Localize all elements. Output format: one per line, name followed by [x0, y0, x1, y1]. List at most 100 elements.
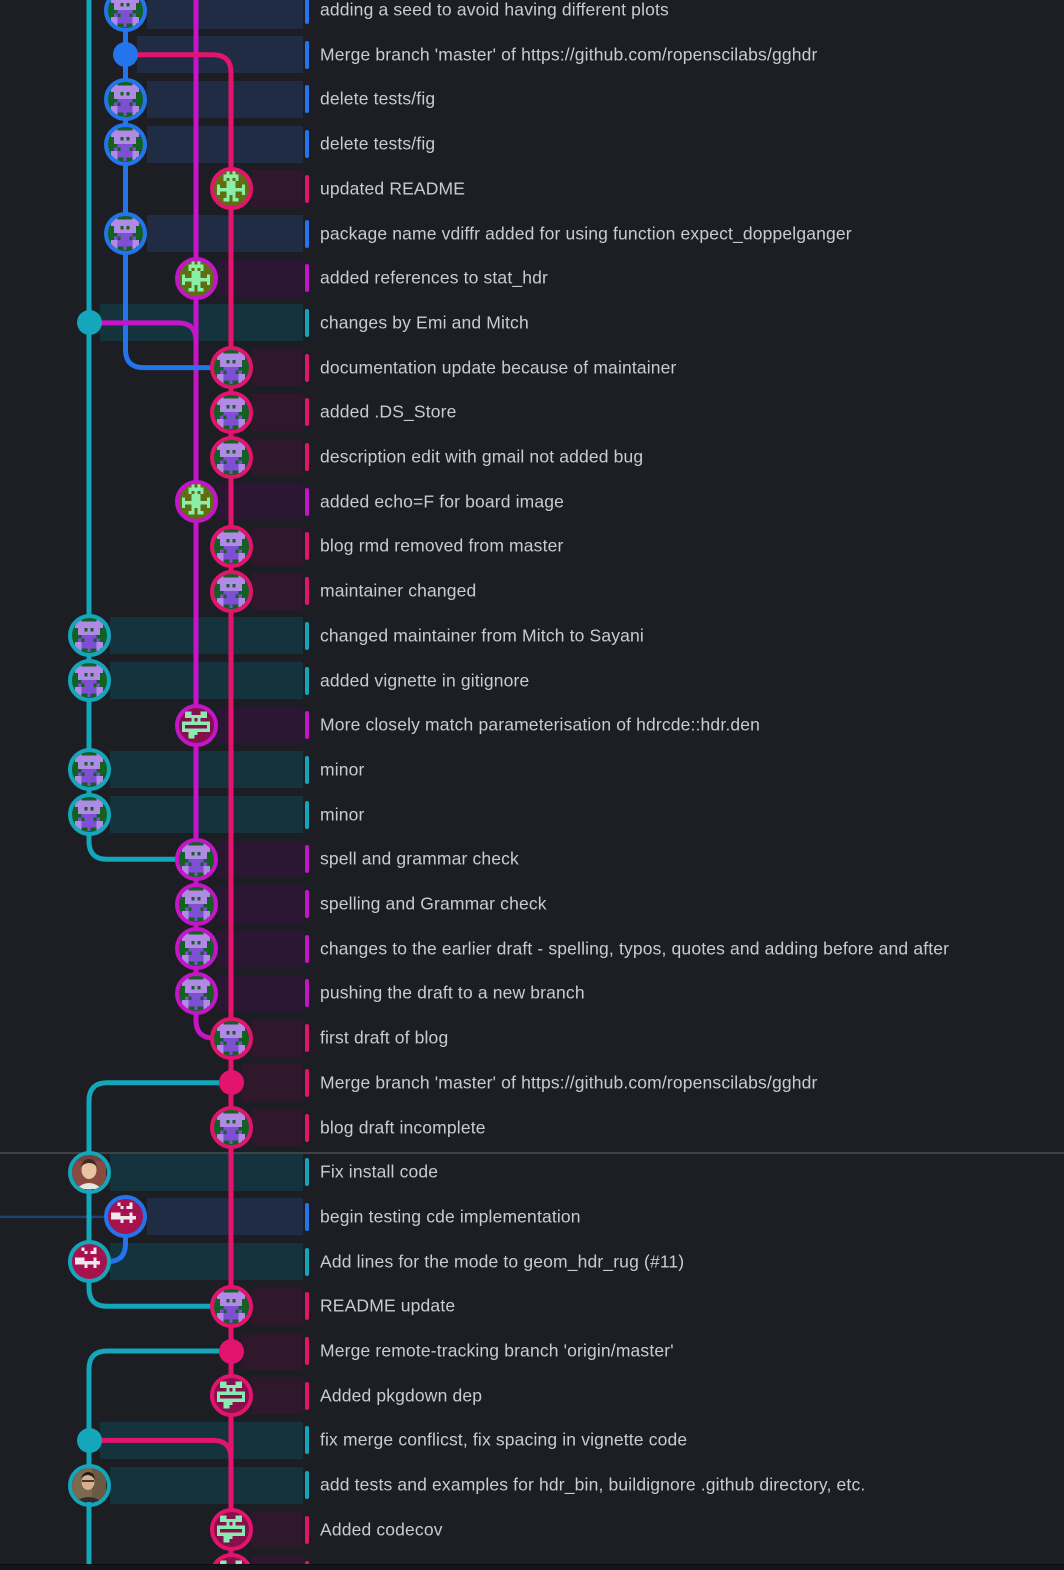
branch-line-teal-middle: [86, 1080, 230, 1309]
commit-ref-bar: [305, 85, 309, 114]
commit-avatar-bear-identicon[interactable]: [174, 971, 218, 1015]
commit-avatar-bear-identicon[interactable]: [174, 927, 218, 971]
row-highlight-band: [252, 1377, 303, 1415]
commit-ref-bar: [305, 443, 309, 471]
commit-message: delete tests/fig: [320, 88, 436, 109]
branch-line-teal-lower: [86, 1348, 221, 1570]
commit-message: Added codecov: [320, 1519, 443, 1540]
merge-commit-dot[interactable]: [218, 1338, 244, 1364]
commit-ref-bar: [305, 1247, 309, 1276]
commit-ref-bar: [305, 398, 309, 427]
row-highlight-band: [110, 1153, 303, 1191]
commit-ref-bar: [305, 353, 309, 382]
commit-message: begin testing cde implementation: [320, 1206, 581, 1227]
commit-ref-bar: [305, 1337, 309, 1365]
commit-message: first draft of blog: [320, 1027, 449, 1048]
branch-line-blue-main: [123, 0, 230, 371]
commit-avatar-bear-identicon[interactable]: [174, 837, 218, 881]
row-highlight-band: [110, 617, 303, 655]
commit-ref-bar: [305, 1202, 309, 1231]
commit-message: changes by Emi and Mitch: [320, 312, 529, 333]
commit-avatar-skull-identicon[interactable]: [67, 1240, 111, 1284]
row-highlight-band: [252, 1287, 303, 1325]
commit-avatar-bear-identicon[interactable]: [209, 390, 253, 434]
commit-message: Merge branch 'master' of https://github.…: [320, 44, 818, 65]
commit-ref-bar: [305, 890, 309, 918]
branch-line-teal-upper: [86, 0, 195, 862]
commit-avatar-printer-identicon[interactable]: [209, 1374, 253, 1418]
row-highlight-band: [146, 125, 303, 163]
commit-message: package name vdiffr added for using func…: [320, 223, 852, 243]
commit-ref-bar: [305, 666, 309, 695]
commit-avatar-bear-identicon[interactable]: [174, 882, 218, 926]
commit-message: Merge branch 'master' of https://github.…: [320, 1072, 818, 1093]
row-highlight-band: [242, 1332, 303, 1370]
merge-commit-dot[interactable]: [218, 1070, 244, 1096]
commit-ref-bar: [305, 1068, 309, 1097]
commit-ref-bar: [305, 264, 309, 293]
row-highlight-band: [242, 1064, 303, 1102]
commit-avatar-bear-identicon[interactable]: [67, 793, 111, 837]
commit-avatar-bear-identicon[interactable]: [209, 1016, 253, 1060]
commit-avatar-printer-identicon[interactable]: [209, 1508, 253, 1552]
commit-ref-bar: [305, 487, 309, 516]
commit-ref-bar: [305, 577, 309, 606]
row-highlight-band: [252, 1511, 303, 1549]
row-highlight-band: [110, 1466, 303, 1504]
merge-commit-dot[interactable]: [113, 42, 138, 68]
commit-avatar-skull-identicon[interactable]: [104, 1195, 147, 1239]
commit-avatar-photo-person-1[interactable]: [67, 1150, 111, 1194]
commit-avatar-bear-identicon[interactable]: [209, 1284, 253, 1328]
commit-avatar-bear-identicon[interactable]: [104, 77, 147, 121]
row-highlight-band: [252, 393, 303, 431]
commit-avatar-photo-person-2[interactable]: [67, 1463, 111, 1507]
commit-message: fix merge conflicst, fix spacing in vign…: [320, 1429, 688, 1450]
commit-message: changes to the earlier draft - spelling,…: [320, 938, 950, 959]
commit-message: blog draft incomplete: [320, 1117, 486, 1137]
commit-message: delete tests/fig: [320, 133, 436, 154]
row-highlight-band: [146, 0, 303, 29]
commit-avatar-alien-identicon[interactable]: [174, 480, 218, 524]
commit-avatar-bear-identicon[interactable]: [67, 748, 111, 792]
commit-ref-bar: [305, 711, 309, 740]
merge-line-pink: [91, 1437, 234, 1470]
merge-commit-dot[interactable]: [76, 1427, 102, 1453]
commit-avatar-printer-identicon[interactable]: [174, 703, 218, 747]
commit-ref-bar: [305, 1113, 309, 1142]
commit-ref-bar: [305, 800, 309, 829]
commit-message: Add lines for the mode to geom_hdr_rug (…: [320, 1251, 685, 1272]
panel-bottom-edge: [0, 1564, 1064, 1570]
merge-line-magenta: [91, 320, 199, 355]
commit-message: spelling and Grammar check: [320, 893, 547, 914]
row-highlight-band: [146, 1198, 303, 1236]
commit-message: added echo=F for board image: [320, 491, 565, 512]
commit-message: description edit with gmail not added bu…: [320, 446, 644, 467]
row-highlight-band: [252, 170, 303, 208]
commit-avatar-alien-identicon[interactable]: [209, 167, 253, 211]
commit-message: add tests and examples for hdr_bin, buil…: [320, 1474, 866, 1495]
commit-avatar-bear-identicon[interactable]: [104, 0, 147, 32]
commit-message: updated README: [320, 178, 466, 199]
row-highlight-band: [146, 80, 303, 118]
commit-message: minor: [320, 804, 365, 825]
commit-ref-bar: [305, 934, 309, 963]
row-highlight-band: [110, 1243, 303, 1281]
commit-ref-bar: [305, 308, 309, 337]
commit-avatar-bear-identicon[interactable]: [209, 569, 253, 613]
commit-avatar-bear-identicon[interactable]: [209, 1106, 253, 1149]
row-highlight-band: [252, 572, 303, 610]
commit-avatar-bear-identicon[interactable]: [209, 524, 253, 568]
merge-commit-dot[interactable]: [76, 310, 102, 336]
commit-avatar-bear-identicon[interactable]: [104, 212, 147, 255]
commit-message: Added pkgdown dep: [320, 1385, 483, 1406]
commit-avatar-bear-identicon[interactable]: [209, 346, 253, 390]
commit-message: minor: [320, 759, 365, 780]
commit-avatar-bear-identicon[interactable]: [209, 435, 253, 479]
commit-ref-bar: [305, 621, 309, 650]
branch-line-pink-main: [134, 52, 234, 1570]
commit-avatar-bear-identicon[interactable]: [104, 122, 147, 166]
commit-ref-bar: [305, 755, 309, 784]
commit-avatar-bear-identicon[interactable]: [67, 659, 111, 702]
commit-avatar-bear-identicon[interactable]: [67, 614, 111, 658]
commit-avatar-alien-identicon[interactable]: [174, 256, 218, 300]
